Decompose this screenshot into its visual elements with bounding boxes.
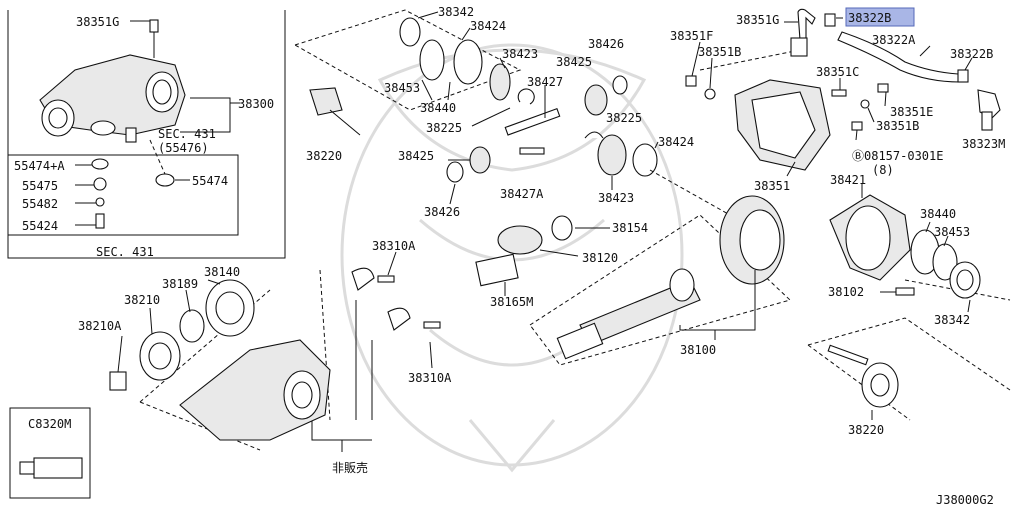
label-38300[interactable]: 38300 [238,97,274,111]
label-38225-b[interactable]: 38225 [606,111,642,125]
label-38322B[interactable]: 38322B [950,47,993,61]
label-38427A[interactable]: 38427A [500,187,544,201]
label-sec431-b[interactable]: SEC. 431 [96,245,154,259]
label-38220-a[interactable]: 38220 [306,149,342,163]
label-38440-b[interactable]: 38440 [920,207,956,221]
rear-cover-group [685,8,1001,177]
label-55424[interactable]: 55424 [22,219,58,233]
highlight-38322B [845,7,915,27]
label-38140[interactable]: 38140 [204,265,240,279]
label-38427[interactable]: 38427 [527,75,563,89]
label-38225-a[interactable]: 38225 [426,121,462,135]
label-38351E[interactable]: 38351E [890,105,933,119]
label-38220-b[interactable]: 38220 [848,423,884,437]
label-38322A[interactable]: 38322A [872,33,916,47]
label-55482[interactable]: 55482 [22,197,58,211]
differential-case-group [649,169,1011,313]
label-38100[interactable]: 38100 [680,343,716,357]
label-38425-a[interactable]: 38425 [556,55,592,69]
mounting-bracket-group [311,251,441,452]
label-38351B-b[interactable]: 38351B [876,119,919,133]
label-38453-b[interactable]: 38453 [934,225,970,239]
label-38426-a[interactable]: 38426 [588,37,624,51]
companion-flange-right [807,317,1011,421]
assembly-box [7,10,286,259]
label-38210[interactable]: 38210 [124,293,160,307]
ring-pinion-group [475,195,791,366]
label-38421[interactable]: 38421 [830,173,866,187]
label-55475[interactable]: 55475 [22,179,58,193]
label-38310A-b[interactable]: 38310A [408,371,452,385]
label-38440-a[interactable]: 38440 [420,101,456,115]
label-38323M[interactable]: 38323M [962,137,1005,151]
label-38424-a[interactable]: 38424 [470,19,506,33]
diagram-id: J38000G2 [936,493,994,507]
final-drive-housing-shape[interactable] [39,54,186,136]
label-38342-a[interactable]: 38342 [438,5,474,19]
label-38423-a[interactable]: 38423 [502,47,538,61]
c8320m-box [9,407,91,499]
watermark-emblem [340,43,684,473]
label-38351B-a[interactable]: 38351B [698,45,741,59]
label-38351C[interactable]: 38351C [816,65,859,79]
label-sec431-a-sub: (55476) [158,141,209,155]
label-38154[interactable]: 38154 [612,221,648,235]
label-bolt-ref[interactable]: Ⓑ08157-0301E [852,149,943,163]
label-bolt-qty: (8) [872,163,894,177]
label-38426-b[interactable]: 38426 [424,205,460,219]
label-38351G-a[interactable]: 38351G [76,15,119,29]
label-sec431-a[interactable]: SEC. 431 [158,127,216,141]
label-38189[interactable]: 38189 [162,277,198,291]
label-38102[interactable]: 38102 [828,285,864,299]
label-38165M[interactable]: 38165M [490,295,533,309]
label-38210A[interactable]: 38210A [78,319,122,333]
pinion-mates [446,75,659,205]
label-55474[interactable]: 55474 [192,174,228,188]
label-38351[interactable]: 38351 [754,179,790,193]
label-38120[interactable]: 38120 [582,251,618,265]
label-38351F[interactable]: 38351F [670,29,713,43]
label-C8320M[interactable]: C8320M [28,417,71,431]
label-38423-b[interactable]: 38423 [598,191,634,205]
label-not-sold: 非販売 [332,460,368,475]
front-carrier-group [109,279,331,451]
label-38342-b[interactable]: 38342 [934,313,970,327]
label-38351G-b[interactable]: 38351G [736,13,779,27]
label-38425-b[interactable]: 38425 [398,149,434,163]
label-38453-a[interactable]: 38453 [384,81,420,95]
side-gear-group [293,9,561,155]
label-38424-b[interactable]: 38424 [658,135,694,149]
label-55474A[interactable]: 55474+A [14,159,65,173]
label-38310A-a[interactable]: 38310A [372,239,416,253]
label-38322B-highlighted[interactable]: 38322B [848,11,891,25]
